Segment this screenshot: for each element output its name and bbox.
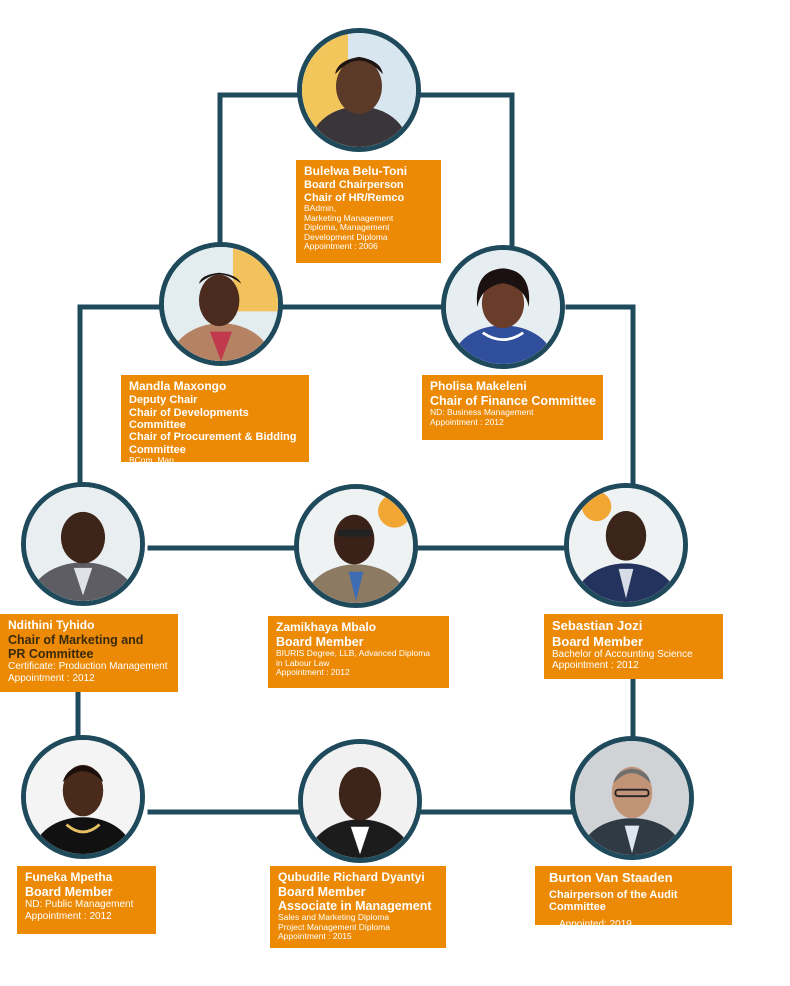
card-makeleni: Pholisa Makeleni Chair of Finance Commit… xyxy=(422,375,603,440)
member-name: Ndithini Tyhido xyxy=(8,618,95,632)
member-name: Funeka Mpetha xyxy=(25,870,113,884)
member-role: Board Member xyxy=(25,885,113,900)
member-qualification: Certificate: Production Management xyxy=(8,661,168,673)
member-name: Mandla Maxongo xyxy=(129,379,227,393)
avatar-mbalo xyxy=(294,484,418,608)
connector-right-mid xyxy=(565,304,636,485)
member-appointment: Appointment : 2012 xyxy=(276,667,350,678)
portrait-image xyxy=(302,33,416,147)
member-name: Zamikhaya Mbalo xyxy=(276,620,377,634)
member-role: Committee xyxy=(129,443,186,456)
member-qualification: Diploma, Management xyxy=(304,222,390,233)
member-role: Board Chairperson xyxy=(304,179,404,192)
member-qualification: Bachelor of Accounting Science xyxy=(552,649,693,661)
portrait-image xyxy=(303,744,417,858)
card-jozi: Sebastian Jozi Board Member Bachelor of … xyxy=(544,614,723,679)
avatar-mpetha xyxy=(21,735,145,859)
member-qualification: in Labour Law xyxy=(276,657,330,668)
card-belu-toni: Bulelwa Belu-Toni Board Chairperson Chai… xyxy=(296,160,441,263)
card-tyhido: Ndithini Tyhido Chair of Marketing and P… xyxy=(0,614,178,692)
member-qualification: Development Diploma xyxy=(304,231,388,242)
portrait-image xyxy=(164,247,278,361)
portrait-image xyxy=(26,487,140,601)
card-mpetha: Funeka Mpetha Board Member ND: Public Ma… xyxy=(17,866,156,934)
portrait-image xyxy=(569,488,683,602)
avatar-belu-toni xyxy=(297,28,421,152)
member-role: Deputy Chair xyxy=(129,394,198,407)
member-name: Burton Van Staaden xyxy=(549,870,673,885)
card-maxongo: Mandla Maxongo Deputy Chair Chair of Dev… xyxy=(121,375,309,474)
connector-left-mid xyxy=(77,304,163,483)
member-qualification: ND: Business Management xyxy=(430,407,534,418)
member-appointment: Appointment : 2012 xyxy=(8,672,95,684)
member-appointment: Appointment : 2012 xyxy=(25,910,112,922)
member-role: Chair of Developments Committee xyxy=(129,406,249,432)
member-qualification: Project Management Diploma xyxy=(278,921,390,932)
portrait-image xyxy=(446,250,560,364)
member-role: Chair of Procurement & Bidding xyxy=(129,431,297,444)
member-qualification: Sales and Marketing Diploma xyxy=(278,912,390,923)
portrait-image xyxy=(575,741,689,855)
member-role: Associate in Management xyxy=(278,899,432,914)
member-role: Board Member xyxy=(278,885,366,900)
member-appointment: Appointment : 2006 xyxy=(129,464,203,475)
avatar-maxongo xyxy=(159,242,283,366)
member-role: Chair of HR/Remco xyxy=(304,191,405,204)
member-appointment: Appointed: 2019 xyxy=(559,919,632,931)
avatar-tyhido xyxy=(21,482,145,606)
member-role: Board Member xyxy=(552,633,644,649)
member-name: Qubudile Richard Dyantyi xyxy=(278,870,425,884)
avatar-makeleni xyxy=(441,245,565,369)
member-role: PR Committee xyxy=(8,647,94,662)
member-qualification: BAdmin, xyxy=(304,203,337,214)
member-role: Board Member xyxy=(276,635,364,650)
card-van-staaden: Burton Van Staaden Chairperson of the Au… xyxy=(535,866,732,930)
member-role: Chair of Finance Committee xyxy=(430,394,596,409)
member-qualification: BCom, Map xyxy=(129,455,174,465)
member-role: Chair of Marketing and xyxy=(8,633,144,648)
avatar-van-staaden xyxy=(570,736,694,860)
member-qualification: ND: Public Management xyxy=(25,899,134,911)
member-name: Pholisa Makeleni xyxy=(430,379,527,393)
avatar-jozi xyxy=(564,483,688,607)
member-role: Chairperson of the Audit Committee xyxy=(549,888,678,913)
avatar-dyantyi xyxy=(298,739,422,863)
member-qualification: BIURIS Degree, LLB, Advanced Diploma xyxy=(276,648,431,659)
member-qualification: Marketing Management xyxy=(304,212,394,223)
portrait-image xyxy=(299,489,413,603)
portrait-image xyxy=(26,740,140,854)
member-name: Bulelwa Belu-Toni xyxy=(304,164,408,178)
member-appointment: Appointment : 2006 xyxy=(304,241,378,252)
card-dyantyi: Qubudile Richard Dyantyi Board Member As… xyxy=(270,866,446,948)
member-appointment: Appointment : 2015 xyxy=(278,931,352,942)
member-appointment: Appointment : 2012 xyxy=(430,416,504,427)
member-name: Sebastian Jozi xyxy=(552,618,643,633)
member-appointment: Appointment : 2012 xyxy=(552,660,639,672)
card-mbalo: Zamikhaya Mbalo Board Member BIURIS Degr… xyxy=(268,616,449,688)
